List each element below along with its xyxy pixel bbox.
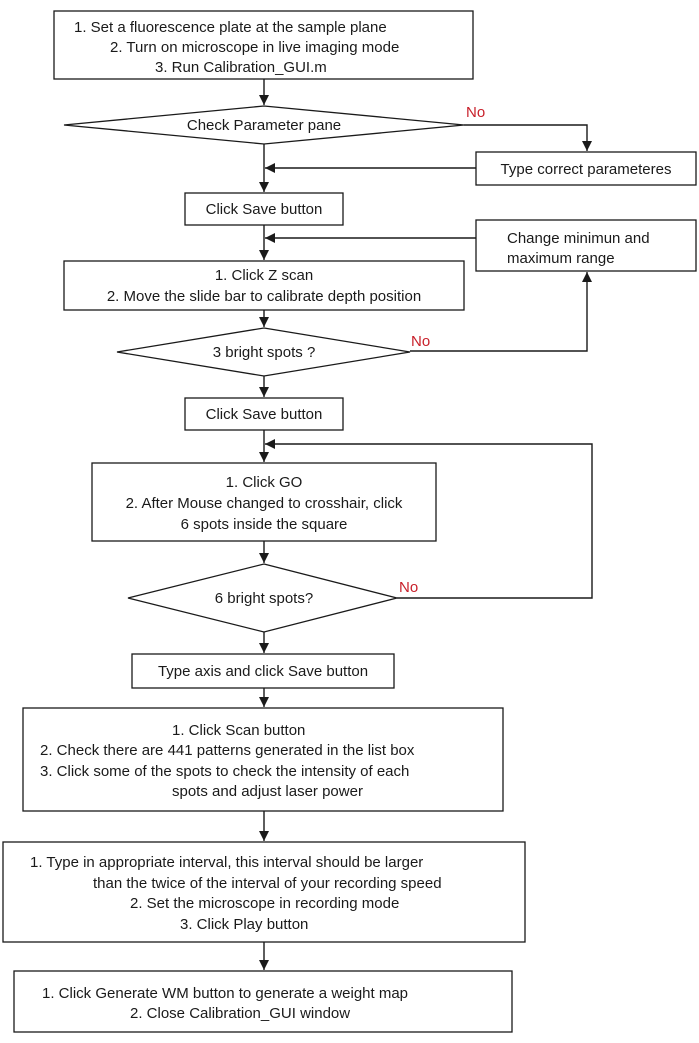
fix-parameters-box: Type correct parameteres <box>475 151 697 186</box>
go-line-3: 6 spots inside the square <box>181 516 348 533</box>
change-range-line-2: maximum range <box>507 250 615 267</box>
connector-arrow <box>265 439 593 599</box>
decision-check-parameters-label: Check Parameter pane <box>187 117 341 134</box>
connector-arrow <box>464 124 592 151</box>
step-setup-box: 1. Set a fluorescence plate at the sampl… <box>53 10 474 80</box>
zscan-line-2: 2. Move the slide bar to calibrate depth… <box>107 288 421 305</box>
scan-line-4: spots and adjust laser power <box>172 783 363 800</box>
decision-3-spots: 3 bright spots ? <box>116 327 411 377</box>
step-setup-line-1: 1. Set a fluorescence plate at the sampl… <box>74 19 387 36</box>
interval-line-2: than the twice of the interval of your r… <box>93 875 442 892</box>
scan-box: 1. Click Scan button 2. Check there are … <box>22 707 504 812</box>
scan-line-3: 3. Click some of the spots to check the … <box>40 763 409 780</box>
decision-3-spots-label: 3 bright spots ? <box>213 344 316 361</box>
connector-arrow <box>410 272 592 352</box>
zscan-line-1: 1. Click Z scan <box>215 267 313 284</box>
scan-line-2: 2. Check there are 441 patterns generate… <box>40 742 415 759</box>
zscan-box: 1. Click Z scan 2. Move the slide bar to… <box>63 260 465 311</box>
generate-line-1: 1. Click Generate WM button to generate … <box>42 985 408 1002</box>
interval-line-4: 3. Click Play button <box>180 916 308 933</box>
change-range-box: Change minimun and maximum range <box>475 219 697 272</box>
interval-line-1: 1. Type in appropriate interval, this in… <box>30 854 423 871</box>
interval-box: 1. Type in appropriate interval, this in… <box>2 841 526 943</box>
scan-line-1: 1. Click Scan button <box>172 722 305 739</box>
save-button-step-1: Click Save button <box>184 192 344 226</box>
no-label-3-spots: No <box>411 333 430 350</box>
save-step-1-label: Click Save button <box>206 201 323 218</box>
step-setup-line-2: 2. Turn on microscope in live imaging mo… <box>110 39 399 56</box>
decision-6-spots-label: 6 bright spots? <box>215 590 313 607</box>
fix-parameters-label: Type correct parameteres <box>501 161 672 178</box>
type-axis-box: Type axis and click Save button <box>131 653 395 689</box>
decision-6-spots: 6 bright spots? <box>127 563 398 633</box>
interval-line-3: 2. Set the microscope in recording mode <box>130 895 399 912</box>
no-label-parameters: No <box>466 104 485 121</box>
change-range-line-1: Change minimun and <box>507 230 650 247</box>
generate-weight-map-box: 1. Click Generate WM button to generate … <box>13 970 513 1033</box>
decision-check-parameters: Check Parameter pane <box>63 105 465 145</box>
save-step-2-label: Click Save button <box>206 406 323 423</box>
go-line-1: 1. Click GO <box>226 474 303 491</box>
go-box: 1. Click GO 2. After Mouse changed to cr… <box>91 462 437 542</box>
save-button-step-2: Click Save button <box>184 397 344 431</box>
step-setup-line-3: 3. Run Calibration_GUI.m <box>155 59 327 76</box>
generate-line-2: 2. Close Calibration_GUI window <box>130 1005 350 1022</box>
type-axis-label: Type axis and click Save button <box>158 663 368 680</box>
no-label-6-spots: No <box>399 579 418 596</box>
go-line-2: 2. After Mouse changed to crosshair, cli… <box>126 495 403 512</box>
